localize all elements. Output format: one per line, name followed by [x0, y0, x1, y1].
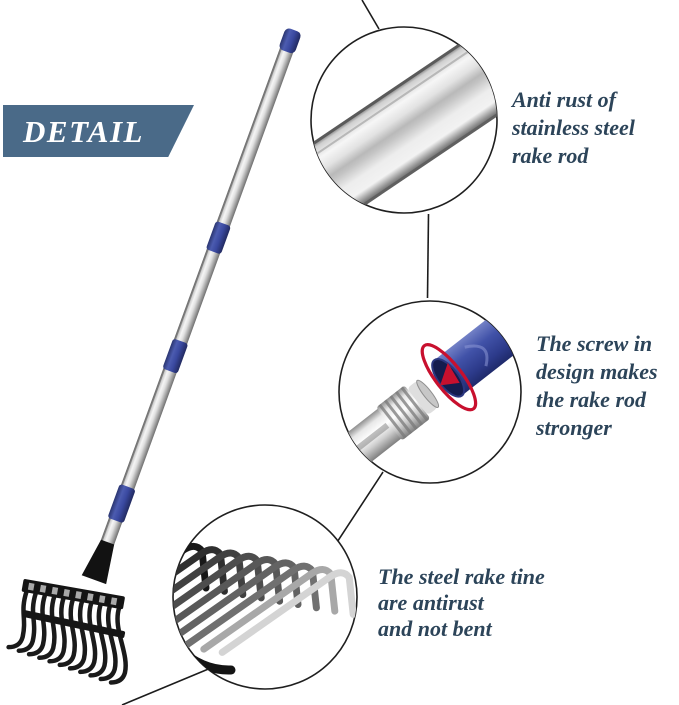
leader-line-middle — [426, 213, 430, 299]
rake-handle — [81, 28, 301, 585]
handle-collar-1 — [206, 221, 231, 254]
detail-banner-label: DETAIL — [23, 113, 144, 149]
handle-collar-2 — [163, 339, 188, 373]
tines-closeup — [173, 542, 357, 675]
handle-grip — [108, 484, 135, 523]
head-cross-bar — [22, 610, 126, 638]
head-socket — [81, 539, 115, 585]
screw-threads — [378, 386, 429, 439]
head-bar-ribs — [27, 582, 118, 606]
handle-rod — [99, 44, 295, 548]
callout-text-rod: Anti rust of stainless steel rake rod — [512, 87, 635, 168]
detail-banner: DETAIL — [3, 105, 194, 157]
handle-rod-edge — [99, 44, 284, 544]
rake-head — [6, 579, 128, 685]
callout-text-screw: The screw in design makes the rake rod s… — [536, 331, 658, 440]
rake-tines — [6, 589, 128, 685]
rotation-arrow-icon — [420, 343, 478, 412]
callout-circle-tines — [172, 504, 358, 690]
handle-end-cap — [279, 28, 301, 54]
callout-circle-rod — [310, 26, 498, 214]
leader-line-top — [361, 0, 380, 30]
callout-text-tines: The steel rake tine are antirust and not… — [378, 564, 545, 641]
